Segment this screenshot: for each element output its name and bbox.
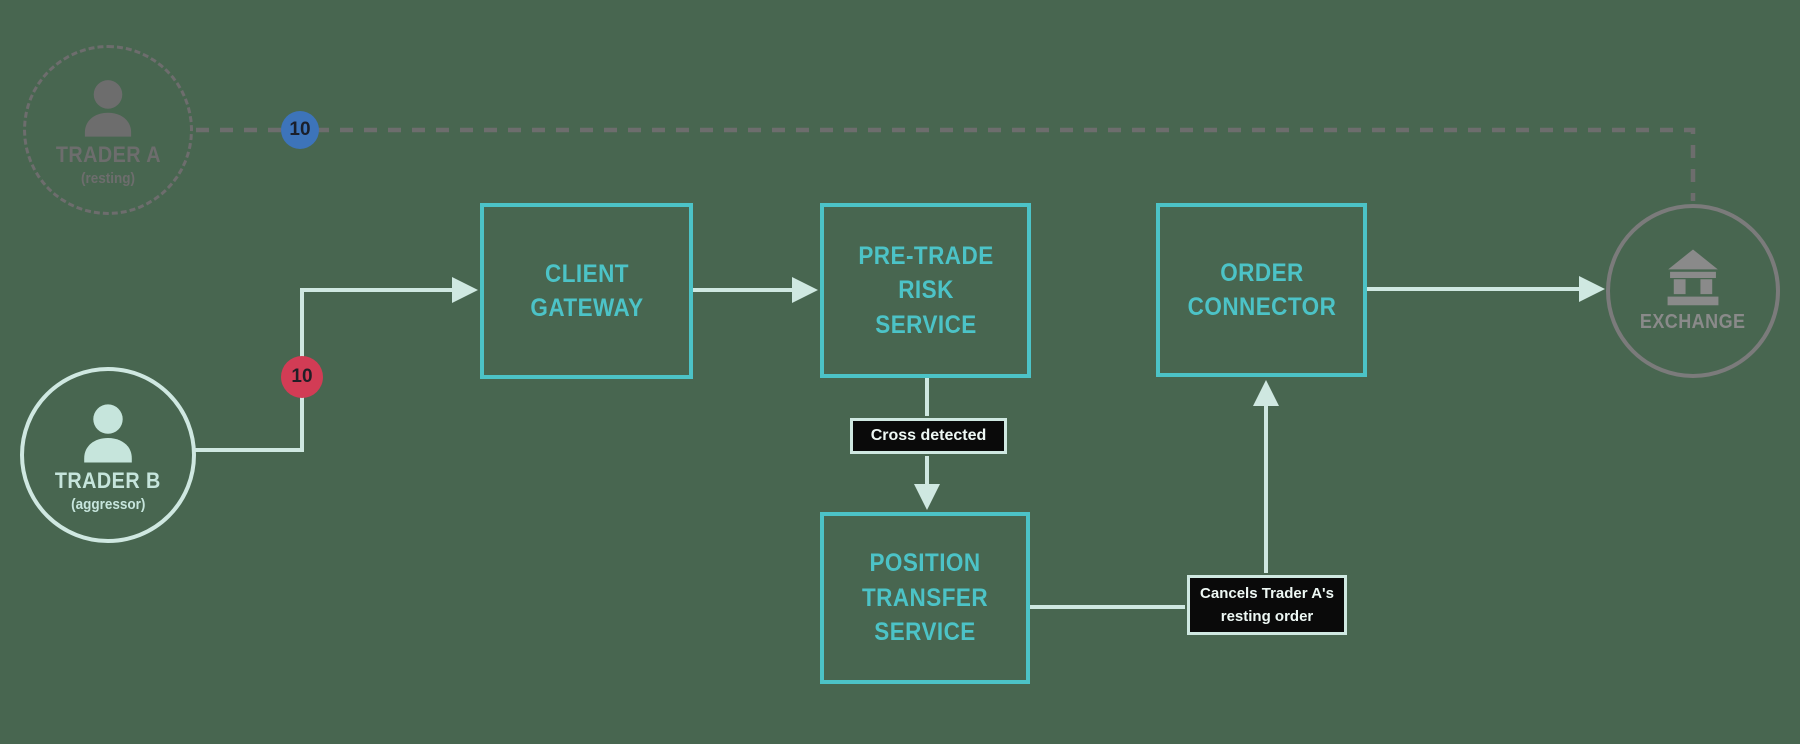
arrowhead-exchange [1579, 276, 1605, 302]
person-icon [73, 398, 143, 464]
trader-a-title: TRADER A [55, 141, 161, 167]
trader-a-node: TRADER A (resting) [23, 45, 193, 215]
order-connector-box: ORDER CONNECTOR [1156, 203, 1367, 377]
trader-a-subtitle: (resting) [81, 169, 135, 187]
client-gateway-box: CLIENT GATEWAY [480, 203, 693, 379]
pre-trade-risk-title: PRE-TRADE RISK SERVICE [857, 241, 994, 339]
position-transfer-title: POSITION TRANSFER SERVICE [861, 549, 989, 647]
arrowhead-client-gateway [452, 277, 478, 303]
trader-b-order-qty-badge: 10 [281, 356, 323, 398]
trader-a-order-qty-badge: 10 [281, 111, 319, 149]
trader-b-title: TRADER B [55, 467, 161, 493]
cross-detected-text: Cross detected [870, 427, 987, 444]
person-icon [74, 74, 142, 138]
exchange-node: EXCHANGE [1606, 204, 1780, 378]
pre-trade-risk-box: PRE-TRADE RISK SERVICE [820, 203, 1031, 378]
position-transfer-box: POSITION TRANSFER SERVICE [820, 512, 1030, 684]
arrowhead-order-connector [1253, 380, 1279, 406]
cross-detected-label: Cross detected [850, 418, 1007, 454]
bank-icon [1662, 248, 1724, 307]
trader-b-node: TRADER B (aggressor) [20, 367, 196, 543]
cancel-note-line2: resting order [1220, 608, 1314, 625]
arrowhead-pre-trade [792, 277, 818, 303]
cancel-note-label: Cancels Trader A's resting order [1187, 575, 1347, 635]
order-connector-title: ORDER CONNECTOR [1187, 258, 1336, 322]
arrowhead-position-transfer [914, 484, 940, 510]
client-gateway-title: CLIENT GATEWAY [529, 259, 644, 323]
trader-b-subtitle: (aggressor) [70, 495, 146, 513]
exchange-title: EXCHANGE [1640, 310, 1746, 333]
cancel-note-line1: Cancels Trader A's [1200, 584, 1334, 602]
connector-trader-a-exchange [196, 127, 1696, 201]
connector-trader-b-client-gateway [194, 288, 454, 452]
